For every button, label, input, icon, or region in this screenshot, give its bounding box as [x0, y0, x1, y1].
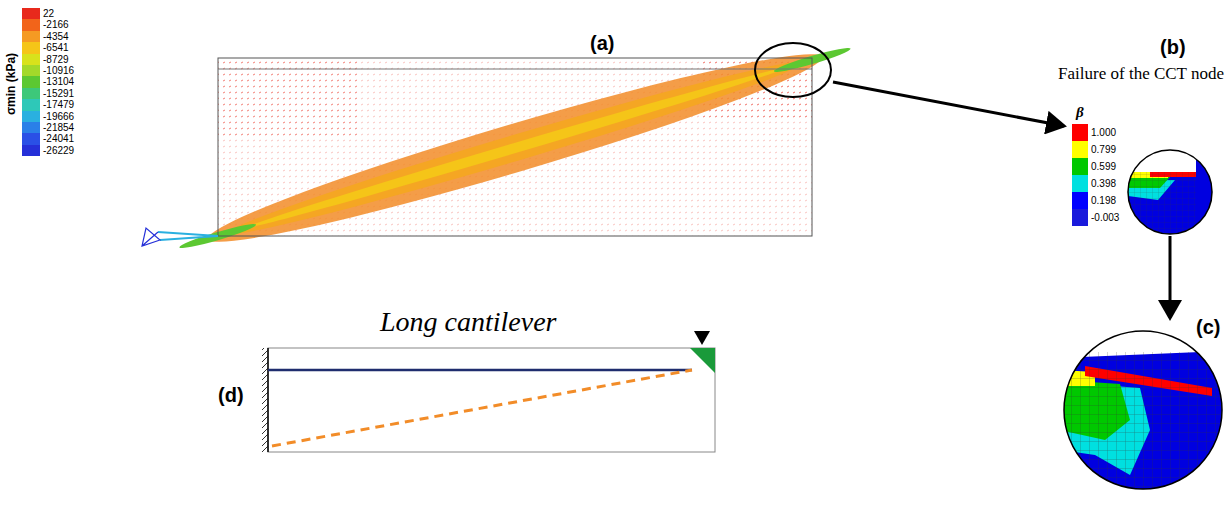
- legend-swatch: [22, 65, 40, 76]
- legend-title: β: [1076, 104, 1084, 121]
- legend-swatch: [22, 19, 40, 30]
- panel-caption: Failure of the CCT node: [1058, 64, 1224, 84]
- legend-entry: -17479: [22, 99, 74, 110]
- legend-value: 0.799: [1091, 141, 1116, 158]
- legend-value: -2166: [43, 19, 69, 30]
- legend-swatch: [22, 8, 40, 19]
- legend-entry: -2166: [22, 19, 69, 30]
- legend-swatch: [22, 99, 40, 110]
- legend-swatch: [22, 88, 40, 99]
- legend-value: -26229: [43, 145, 74, 156]
- legend-entry: -15291: [22, 88, 74, 99]
- legend-entry: -10916: [22, 65, 74, 76]
- legend-swatch: [22, 111, 40, 122]
- legend-value: -15291: [43, 88, 74, 99]
- legend-title: σmin (kPa): [5, 53, 19, 115]
- legend-entry: 1.000: [1072, 124, 1116, 141]
- legend-entry: 22: [22, 8, 54, 19]
- legend-value: -19666: [43, 111, 74, 122]
- legend-swatch: [22, 145, 40, 156]
- legend-value: -8729: [43, 54, 69, 65]
- legend-entry: -21854: [22, 122, 74, 133]
- legend-value: -17479: [43, 99, 74, 110]
- legend-value: 22: [43, 8, 54, 19]
- legend-swatch: [22, 42, 40, 53]
- legend-entry: -24041: [22, 133, 74, 144]
- legend-value: -10916: [43, 65, 74, 76]
- legend-entry: -8729: [22, 54, 69, 65]
- panel-letter: (b): [1160, 36, 1186, 59]
- legend-entry: 0.198: [1072, 192, 1116, 209]
- legend-entry: -0.003: [1072, 209, 1119, 226]
- legend-value: -21854: [43, 122, 74, 133]
- legend-value: 0.398: [1091, 175, 1116, 192]
- panel-caption: Long cantilever: [380, 306, 557, 338]
- legend-swatch: [1072, 192, 1088, 209]
- legend-value: 0.198: [1091, 192, 1116, 209]
- panel-letter: (c): [1196, 316, 1220, 339]
- legend-value: -24041: [43, 133, 74, 144]
- legend-value: -0.003: [1091, 209, 1119, 226]
- legend-swatch: [1072, 175, 1088, 192]
- legend-entry: -6541: [22, 42, 69, 53]
- legend-swatch: [22, 54, 40, 65]
- legend-entry: 0.799: [1072, 141, 1116, 158]
- legend-entry: -19666: [22, 111, 74, 122]
- legend-swatch: [1072, 209, 1088, 226]
- legend-value: -13104: [43, 76, 74, 87]
- legend-value: -4354: [43, 31, 69, 42]
- legend-swatch: [22, 122, 40, 133]
- legend-entry: -26229: [22, 145, 74, 156]
- panel-letter: (a): [590, 32, 614, 55]
- legend-entry: -13104: [22, 76, 74, 87]
- panel-letter: (d): [218, 384, 244, 407]
- legend-value: 1.000: [1091, 124, 1116, 141]
- legend-entry: 0.398: [1072, 175, 1116, 192]
- legend-swatch: [1072, 124, 1088, 141]
- legend-swatch: [1072, 158, 1088, 175]
- legend-entry: -4354: [22, 31, 69, 42]
- legend-swatch: [22, 76, 40, 87]
- legend-value: 0.599: [1091, 158, 1116, 175]
- legend-swatch: [22, 133, 40, 144]
- legend-entry: 0.599: [1072, 158, 1116, 175]
- legend-value: -6541: [43, 42, 69, 53]
- legend-swatch: [1072, 141, 1088, 158]
- legend-swatch: [22, 31, 40, 42]
